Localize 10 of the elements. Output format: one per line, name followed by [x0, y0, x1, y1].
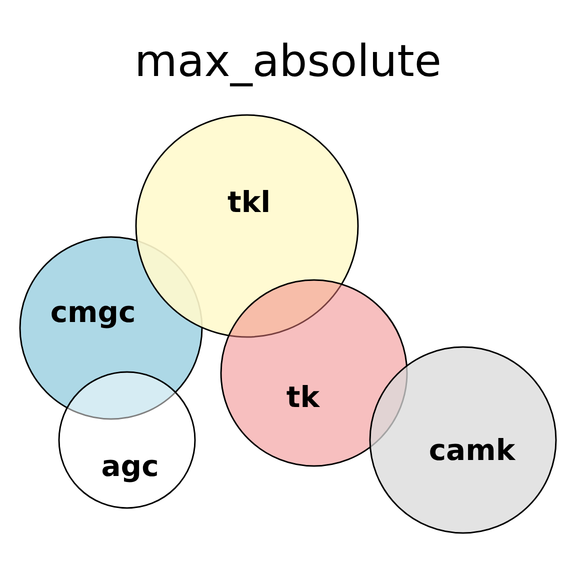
- set-circle: [369, 346, 557, 534]
- set-label: cmgc: [50, 295, 136, 329]
- set-circle: [220, 279, 408, 467]
- set-circle: [58, 371, 196, 509]
- set-circle: [135, 114, 359, 338]
- set-label: camk: [428, 433, 516, 467]
- diagram-title: max_absolute: [133, 36, 443, 88]
- set-label: agc: [101, 449, 159, 483]
- set-label: tk: [286, 380, 320, 414]
- set-label: tkl: [227, 185, 271, 219]
